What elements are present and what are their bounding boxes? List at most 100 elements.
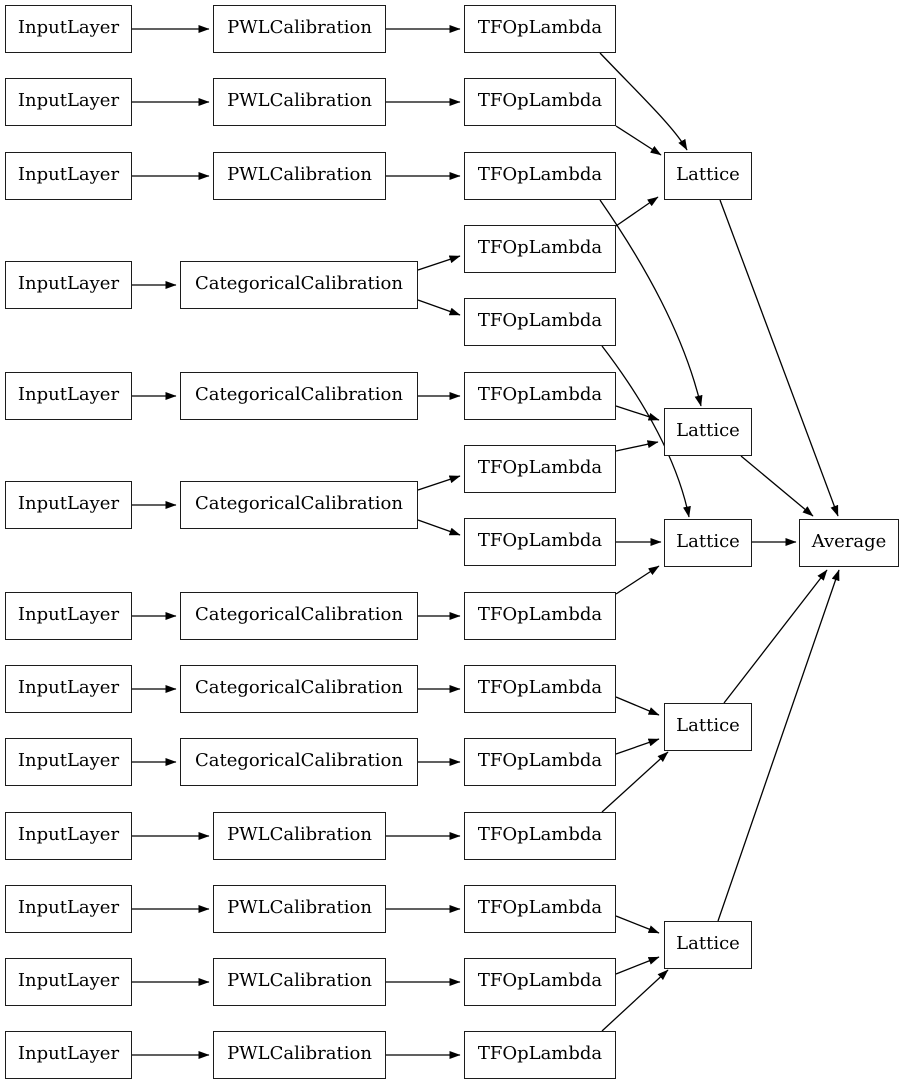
node-tf2: TFOpLambda (464, 78, 616, 126)
node-label: InputLayer (17, 17, 120, 38)
node-pwl4: PWLCalibration (213, 812, 386, 860)
edge-tf4-lat1 (615, 196, 659, 227)
node-label: Lattice (676, 420, 740, 441)
node-label: Lattice (676, 164, 740, 185)
node-tf8: TFOpLambda (464, 518, 616, 566)
edge-tf5-lat3 (601, 345, 691, 518)
node-tf3: TFOpLambda (464, 152, 616, 200)
node-label: InputLayer (17, 897, 120, 918)
node-il6: InputLayer (5, 481, 132, 529)
edge-tf7-lat2 (615, 440, 659, 452)
node-label: InputLayer (17, 273, 120, 294)
node-tf5: TFOpLambda (464, 298, 616, 346)
node-label: PWLCalibration (227, 17, 372, 38)
edge-tf13-lat5 (615, 915, 660, 934)
node-label: TFOpLambda (477, 237, 603, 258)
node-label: CategoricalCalibration (195, 384, 403, 405)
edge-tf15-lat5 (601, 969, 669, 1032)
edge-lat1-avg (719, 199, 839, 517)
node-lat1: Lattice (664, 152, 752, 200)
node-tf6: TFOpLambda (464, 372, 616, 420)
node-lat4: Lattice (664, 703, 752, 751)
node-label: TFOpLambda (477, 530, 603, 551)
node-label: InputLayer (17, 824, 120, 845)
edge-tf2-lat1 (615, 125, 662, 156)
node-label: CategoricalCalibration (195, 750, 403, 771)
node-label: TFOpLambda (477, 310, 603, 331)
edge-tf3-lat2 (599, 199, 703, 407)
node-il2: InputLayer (5, 78, 132, 126)
node-il7: InputLayer (5, 592, 132, 640)
node-label: TFOpLambda (477, 897, 603, 918)
node-tf11: TFOpLambda (464, 738, 616, 786)
node-tf1: TFOpLambda (464, 5, 616, 53)
node-pwl5: PWLCalibration (213, 885, 386, 933)
node-label: Lattice (676, 933, 740, 954)
edge-tf14-lat5 (615, 956, 660, 975)
node-label: PWLCalibration (227, 1043, 372, 1064)
node-tf7: TFOpLambda (464, 445, 616, 493)
node-il11: InputLayer (5, 885, 132, 933)
node-cat5: CategoricalCalibration (180, 665, 418, 713)
node-avg: Average (799, 519, 899, 567)
node-tf12: TFOpLambda (464, 812, 616, 860)
node-label: TFOpLambda (477, 750, 603, 771)
edge-lat4-avg (723, 569, 828, 704)
node-label: InputLayer (17, 384, 120, 405)
node-cat2: CategoricalCalibration (180, 372, 418, 420)
node-label: Lattice (676, 531, 740, 552)
edge-tf10-lat4 (615, 696, 660, 716)
node-label: Lattice (676, 715, 740, 736)
node-pwl2: PWLCalibration (213, 78, 386, 126)
node-pwl6: PWLCalibration (213, 958, 386, 1006)
node-label: PWLCalibration (227, 164, 372, 185)
edge-cat1-tf5 (417, 299, 461, 316)
node-label: TFOpLambda (477, 1043, 603, 1064)
node-pwl7: PWLCalibration (213, 1031, 386, 1079)
edge-cat3-tf7 (417, 475, 461, 491)
node-label: InputLayer (17, 164, 120, 185)
node-tf13: TFOpLambda (464, 885, 616, 933)
node-label: TFOpLambda (477, 677, 603, 698)
edge-tf11-lat4 (615, 738, 660, 755)
node-label: InputLayer (17, 604, 120, 625)
node-lat5: Lattice (664, 921, 752, 969)
node-tf4: TFOpLambda (464, 225, 616, 273)
node-label: CategoricalCalibration (195, 493, 403, 514)
edge-tf6-lat2 (615, 405, 660, 421)
node-label: TFOpLambda (477, 164, 603, 185)
node-tf10: TFOpLambda (464, 665, 616, 713)
node-label: InputLayer (17, 750, 120, 771)
edge-lat5-avg (717, 569, 840, 922)
node-label: TFOpLambda (477, 90, 603, 111)
node-tf15: TFOpLambda (464, 1031, 616, 1079)
node-pwl1: PWLCalibration (213, 5, 386, 53)
node-il5: InputLayer (5, 372, 132, 420)
node-label: Average (811, 531, 887, 552)
edge-tf1-lat1 (599, 52, 688, 151)
node-label: PWLCalibration (227, 897, 372, 918)
node-label: TFOpLambda (477, 17, 603, 38)
node-label: TFOpLambda (477, 604, 603, 625)
node-cat4: CategoricalCalibration (180, 592, 418, 640)
node-label: TFOpLambda (477, 457, 603, 478)
edge-cat3-tf8 (417, 519, 461, 536)
edge-tf9-lat3 (615, 565, 660, 595)
node-il13: InputLayer (5, 1031, 132, 1079)
node-label: TFOpLambda (477, 970, 603, 991)
node-label: InputLayer (17, 677, 120, 698)
node-cat1: CategoricalCalibration (180, 261, 418, 309)
node-label: TFOpLambda (477, 384, 603, 405)
node-label: CategoricalCalibration (195, 273, 403, 294)
node-il10: InputLayer (5, 812, 132, 860)
node-label: CategoricalCalibration (195, 604, 403, 625)
node-il3: InputLayer (5, 152, 132, 200)
node-label: InputLayer (17, 1043, 120, 1064)
node-il12: InputLayer (5, 958, 132, 1006)
edge-cat1-tf4 (417, 255, 461, 271)
edge-lat2-avg (740, 455, 814, 517)
node-label: TFOpLambda (477, 824, 603, 845)
